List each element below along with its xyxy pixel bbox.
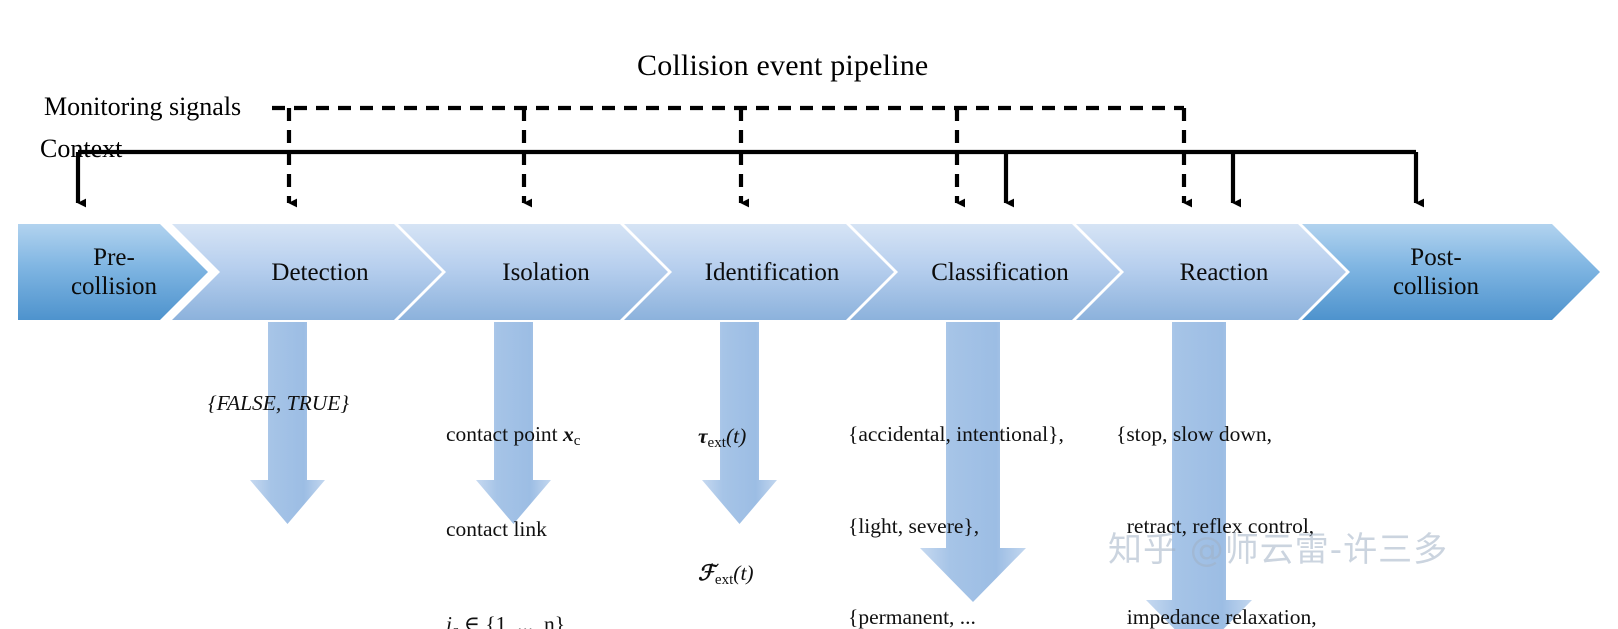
classification-line: {permanent, ... [848, 605, 976, 629]
chevron-reaction [1076, 224, 1346, 320]
identification-torque-symbol: τ [698, 424, 708, 449]
figure-title: Collision event pipeline [637, 49, 929, 82]
output-arrow-identification [702, 322, 777, 524]
output-arrows [250, 322, 1252, 629]
isolation-contact-point-symbol: x [563, 422, 574, 447]
isolation-line-contact-link: contact link [446, 516, 547, 541]
chevron-classification [850, 224, 1120, 320]
isolation-index-set: ∈ {1, ..., n} [458, 612, 566, 629]
monitoring-signals-bus [272, 105, 1192, 208]
chevron-isolation [398, 224, 668, 320]
output-text-detection: {FALSE, TRUE} [208, 391, 350, 415]
output-text-identification: τext(t) ℱext(t) [698, 360, 754, 629]
classification-line: {accidental, intentional}, [848, 422, 1064, 447]
isolation-contact-point-label: contact point [446, 422, 564, 447]
isolation-line-index: ic ∈ {1, ..., n} [446, 605, 580, 629]
identification-line-force: ℱext(t) [698, 558, 754, 592]
input-label-context: Context [40, 134, 123, 163]
output-text-reaction: {stop, slow down, retract, reflex contro… [1116, 358, 1317, 629]
input-label-monitoring-signals: Monitoring signals [44, 92, 242, 121]
output-arrow-detection [250, 322, 325, 524]
identification-line-torque: τext(t) [698, 421, 754, 497]
reaction-line: impedance relaxation, [1116, 605, 1317, 629]
isolation-contact-point-subscript: c [573, 433, 581, 450]
identification-force-symbol: ℱ [698, 560, 715, 585]
identification-force-subscript: ext [714, 571, 734, 588]
stage-chevrons [18, 224, 1600, 320]
output-arrow-classification [920, 322, 1026, 602]
isolation-index-subscript: c [452, 623, 459, 629]
identification-torque-argument: (t) [725, 424, 747, 449]
watermark: 知乎 @师云雷-许三多 [1108, 530, 1449, 570]
chevron-detection [172, 224, 442, 320]
output-text-isolation: contact point xc contact link ic ∈ {1, .… [446, 358, 580, 629]
reaction-line: {stop, slow down, [1116, 422, 1273, 447]
identification-torque-subscript: ext [707, 435, 726, 452]
identification-force-argument: (t) [733, 560, 754, 585]
output-text-classification: {accidental, intentional}, {light, sever… [848, 358, 1073, 629]
chevron-post-collision [1302, 224, 1600, 320]
chevron-identification [624, 224, 894, 320]
output-arrow-isolation [476, 322, 551, 524]
isolation-index-symbol: i [446, 612, 452, 629]
reaction-line: retract, reflex control, [1116, 513, 1315, 538]
chevron-pre-collision [18, 224, 208, 320]
context-bus [75, 149, 1424, 208]
classification-line: {light, severe}, [848, 513, 980, 538]
output-arrow-reaction [1146, 322, 1252, 629]
isolation-line-contact-point: contact point xc [446, 419, 580, 453]
